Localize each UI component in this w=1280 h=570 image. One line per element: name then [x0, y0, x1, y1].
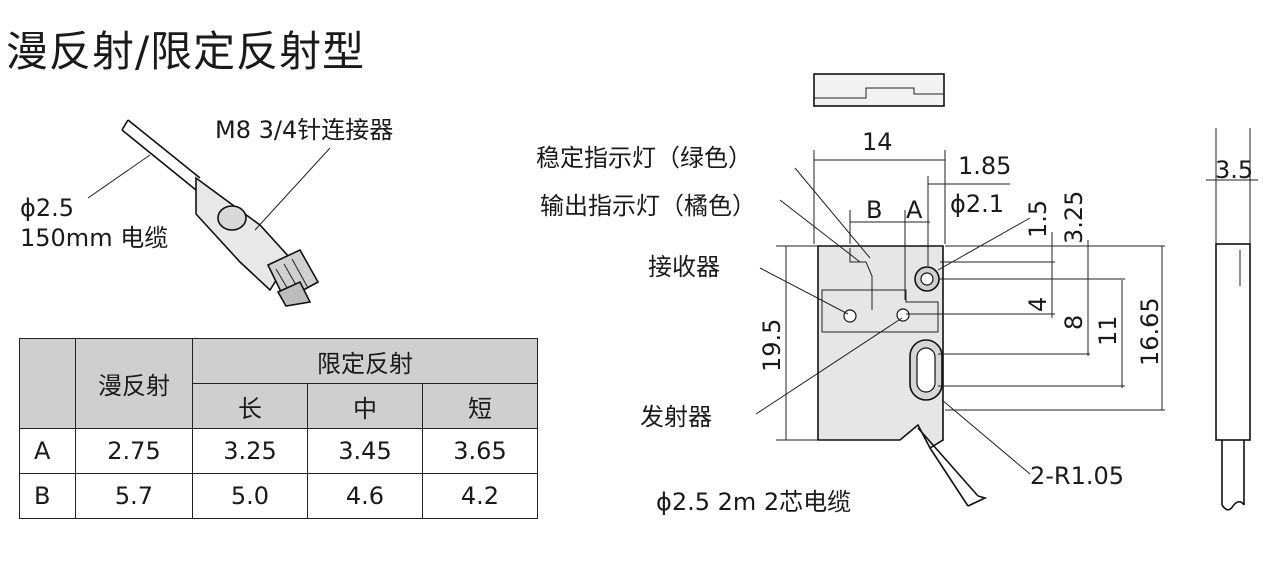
connector-label: M8 3/4针连接器	[215, 116, 393, 144]
dim-16-65: 16.65	[1136, 297, 1164, 366]
dim-a-label: A	[906, 196, 923, 224]
table-corner	[19, 338, 76, 429]
dim-1-85: 1.85	[958, 152, 1011, 180]
connector-illustration	[87, 119, 331, 307]
dim-11: 11	[1094, 315, 1122, 346]
header-short: 短	[422, 383, 538, 429]
row-label: A	[19, 428, 76, 474]
header-limited: 限定反射	[192, 338, 538, 384]
row-label: B	[19, 473, 76, 519]
table-row: B 5.7 5.0 4.6 4.2	[19, 473, 538, 519]
radius-label: 2-R1.05	[1030, 462, 1124, 490]
header-long: 长	[192, 383, 308, 429]
dim-3-5: 3.5	[1215, 156, 1253, 184]
spec-table: 漫反射 限定反射 长 中 短 A 2.75 3.25 3.45 3.65 B 5…	[19, 338, 538, 519]
cell-long: 5.0	[192, 473, 308, 519]
header-diffuse: 漫反射	[75, 338, 193, 429]
dim-14: 14	[862, 128, 893, 156]
front-view-dimensions	[755, 150, 1165, 475]
dim-19-5: 19.5	[758, 319, 786, 372]
cell-long: 3.25	[192, 428, 308, 474]
stable-indicator-label: 稳定指示灯（绿色）	[536, 144, 752, 172]
cell-mid: 4.6	[307, 473, 423, 519]
cell-diffuse: 2.75	[75, 428, 193, 474]
table-row: A 2.75 3.25 3.45 3.65	[19, 428, 538, 474]
dim-3-25: 3.25	[1060, 191, 1088, 244]
cell-diffuse: 5.7	[75, 473, 193, 519]
header-mid: 中	[307, 383, 423, 429]
page-title: 漫反射/限定反射型	[6, 27, 366, 76]
front-view-body	[817, 245, 988, 507]
cell-mid: 3.45	[307, 428, 423, 474]
dim-4: 4	[1024, 297, 1052, 312]
dim-b-label: B	[866, 196, 882, 224]
emitter-label: 发射器	[640, 403, 712, 431]
cell-short: 3.65	[422, 428, 538, 474]
top-view	[813, 73, 945, 107]
dim-8: 8	[1060, 315, 1088, 330]
cable-length-label: 150mm 电缆	[20, 224, 168, 252]
output-indicator-label: 输出指示灯（橘色）	[540, 192, 756, 220]
cable-diameter-label: ϕ2.5	[20, 194, 74, 222]
dim-1-5: 1.5	[1024, 200, 1052, 238]
cable-spec-label: ϕ2.5 2m 2芯电缆	[656, 488, 851, 516]
receiver-label: 接收器	[648, 253, 720, 281]
dim-hole-diameter: ϕ2.1	[950, 190, 1004, 218]
cell-short: 4.2	[422, 473, 538, 519]
side-view	[1206, 128, 1258, 511]
